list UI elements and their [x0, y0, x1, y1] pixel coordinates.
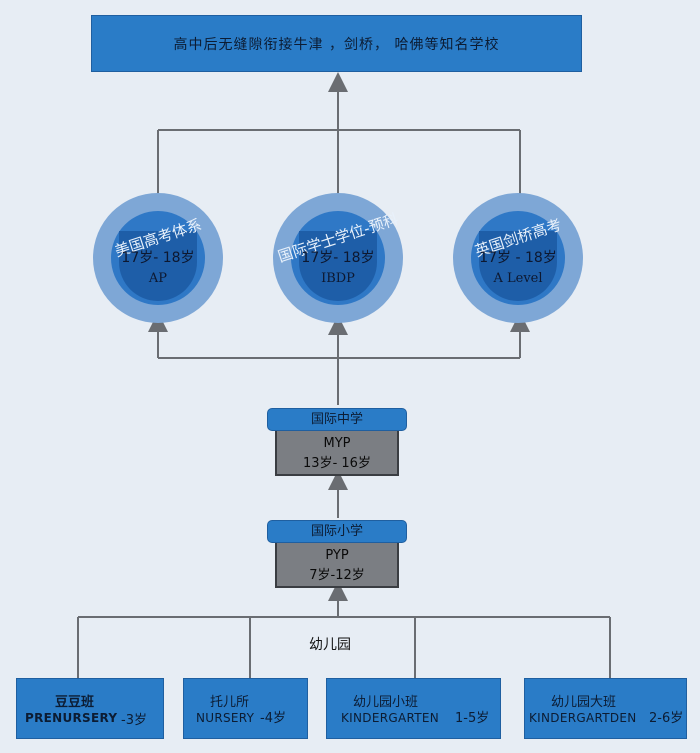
program-code: IBDP: [321, 271, 355, 286]
program-circle-ibdp: 国际学士学位-预科 17岁- 18岁 IBDP: [273, 193, 403, 323]
program-circle-ap: 美国高考体系 17岁- 18岁 AP: [93, 193, 223, 323]
program-age: 17岁 - 18岁: [479, 250, 557, 266]
class-cn: 托儿所: [210, 695, 250, 710]
program-age: 17岁- 18岁: [301, 250, 375, 266]
class-cn: 幼儿园大班: [551, 695, 617, 710]
top-goal-box: 高中后无缝隙衔接牛津 ，剑桥， 哈佛等知名学校: [91, 15, 582, 72]
stage-code: MYP: [323, 436, 351, 451]
class-age: 1-5岁: [455, 711, 490, 726]
class-box-nursery: 托儿所 NURSERY -4岁: [183, 678, 308, 739]
class-age: 2-6岁: [649, 711, 684, 726]
program-age: 17岁- 18岁: [121, 250, 195, 266]
class-box-kindergarten-large: 幼儿园大班 KINDERGARTDEN 2-6岁: [524, 678, 687, 739]
class-cn: 豆豆班: [55, 695, 95, 710]
top-goal-text: 高中后无缝隙衔接牛津 ，剑桥， 哈佛等知名学校: [173, 36, 500, 53]
stage-body: PYP 7岁-12岁: [275, 543, 399, 588]
class-age: -3岁: [121, 713, 147, 728]
stage-title: 国际小学: [267, 520, 407, 543]
kindergarten-label: 幼儿园: [309, 637, 351, 653]
class-en: KINDERGARTEN: [341, 711, 440, 725]
class-age: -4岁: [260, 711, 286, 726]
class-en: PRENURSERY: [25, 711, 118, 725]
stage-body: MYP 13岁- 16岁: [275, 431, 399, 476]
class-en: NURSERY: [196, 711, 255, 725]
stage-age: 7岁-12岁: [309, 568, 365, 583]
stage-title: 国际中学: [267, 408, 407, 431]
primary-school-stage: 国际小学 PYP 7岁-12岁: [267, 520, 407, 588]
program-code: AP: [148, 271, 168, 286]
class-cn: 幼儿园小班: [353, 695, 419, 710]
stage-code: PYP: [325, 548, 349, 563]
program-circle-alevel: 英国剑桥高考 17岁 - 18岁 A Level: [453, 193, 583, 323]
class-box-prenursery: 豆豆班 PRENURSERY -3岁: [16, 678, 164, 739]
middle-school-stage: 国际中学 MYP 13岁- 16岁: [267, 408, 407, 476]
stage-age: 13岁- 16岁: [303, 456, 371, 471]
class-box-kindergarten-small: 幼儿园小班 KINDERGARTEN 1-5岁: [326, 678, 501, 739]
program-code: A Level: [493, 271, 543, 286]
class-en: KINDERGARTDEN: [529, 711, 637, 725]
